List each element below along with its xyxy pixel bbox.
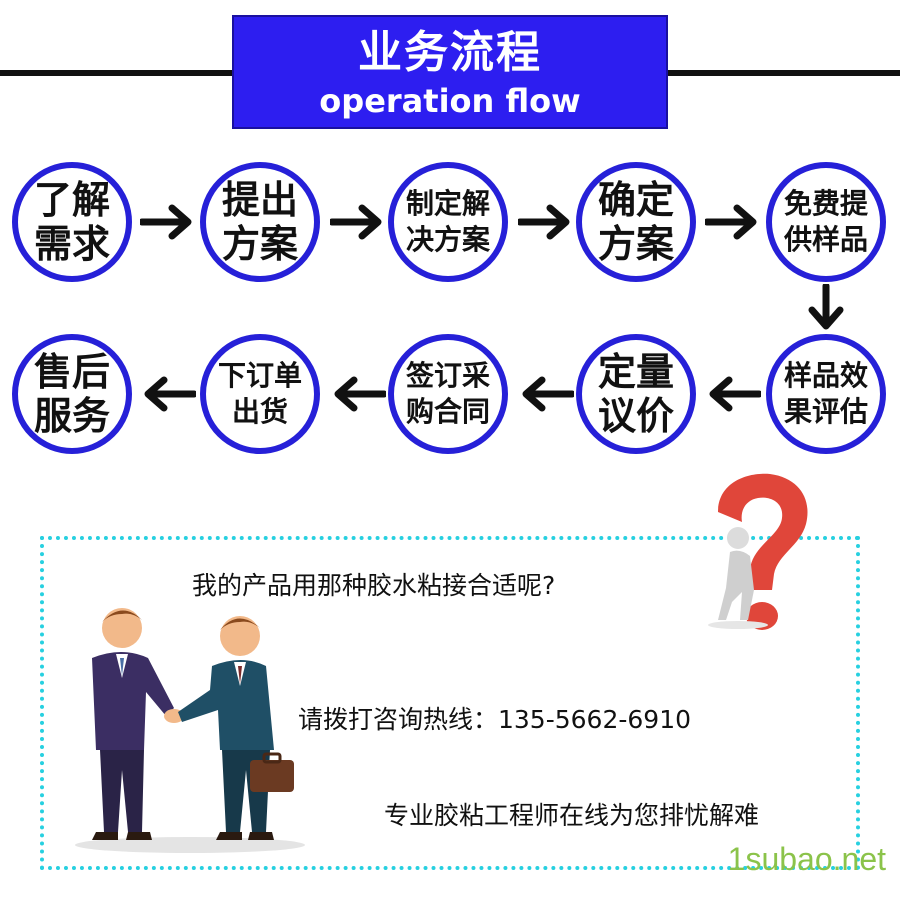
step-label: 议价: [597, 394, 674, 438]
watermark: 1subao.net: [727, 841, 886, 877]
step-label: 确定: [597, 178, 674, 222]
step-label: 了解: [33, 178, 110, 222]
header-subtitle: operation flow: [319, 82, 581, 120]
step-label: 服务: [33, 394, 110, 438]
step-label: 提出: [221, 178, 298, 222]
step-label: 下订单: [217, 359, 302, 392]
step-label: 定量: [597, 350, 674, 394]
step-formulate-solution: 制定解 决方案: [388, 162, 508, 282]
step-price-negotiation: 定量 议价: [576, 334, 696, 454]
header-title: 业务流程: [358, 27, 542, 78]
header-box: 业务流程 operation flow: [232, 15, 668, 129]
right-arrow-icon: [140, 202, 196, 242]
down-arrow-icon: [806, 284, 846, 332]
step-label: 方案: [597, 222, 674, 266]
step-confirm-plan: 确定 方案: [576, 162, 696, 282]
right-arrow-icon: [705, 202, 761, 242]
step-label: 需求: [33, 222, 110, 266]
left-arrow-icon: [705, 374, 761, 414]
step-label: 签订采: [405, 359, 490, 392]
step-label: 样品效: [783, 359, 868, 392]
left-arrow-icon: [518, 374, 574, 414]
step-after-sales: 售后 服务: [12, 334, 132, 454]
step-understand-needs: 了解 需求: [12, 162, 132, 282]
step-order-shipment: 下订单 出货: [200, 334, 320, 454]
header-rule-left: [0, 70, 232, 76]
left-arrow-icon: [140, 374, 196, 414]
question-mark-icon: [700, 470, 820, 649]
step-sample-evaluation: 样品效 果评估: [766, 334, 886, 454]
step-label: 制定解: [405, 187, 490, 220]
step-label: 免费提: [783, 187, 868, 220]
header-rule-right: [668, 70, 900, 76]
hotline-text: 请拨打咨询热线：135-5662-6910: [298, 705, 692, 734]
step-label: 供样品: [783, 223, 868, 256]
step-sign-contract: 签订采 购合同: [388, 334, 508, 454]
left-arrow-icon: [330, 374, 386, 414]
question-text: 我的产品用那种胶水粘接合适呢?: [192, 571, 556, 600]
step-label: 方案: [221, 222, 298, 266]
step-label: 决方案: [405, 223, 490, 256]
step-label: 售后: [33, 350, 110, 394]
right-arrow-icon: [330, 202, 386, 242]
slogan-text: 专业胶粘工程师在线为您排忧解难: [384, 801, 760, 830]
step-label: 出货: [231, 395, 288, 428]
step-free-samples: 免费提 供样品: [766, 162, 886, 282]
step-propose-plan: 提出 方案: [200, 162, 320, 282]
right-arrow-icon: [518, 202, 574, 242]
handshake-illustration: [70, 600, 310, 864]
step-label: 果评估: [783, 395, 868, 428]
step-label: 购合同: [405, 395, 490, 428]
info-box: [40, 536, 860, 870]
